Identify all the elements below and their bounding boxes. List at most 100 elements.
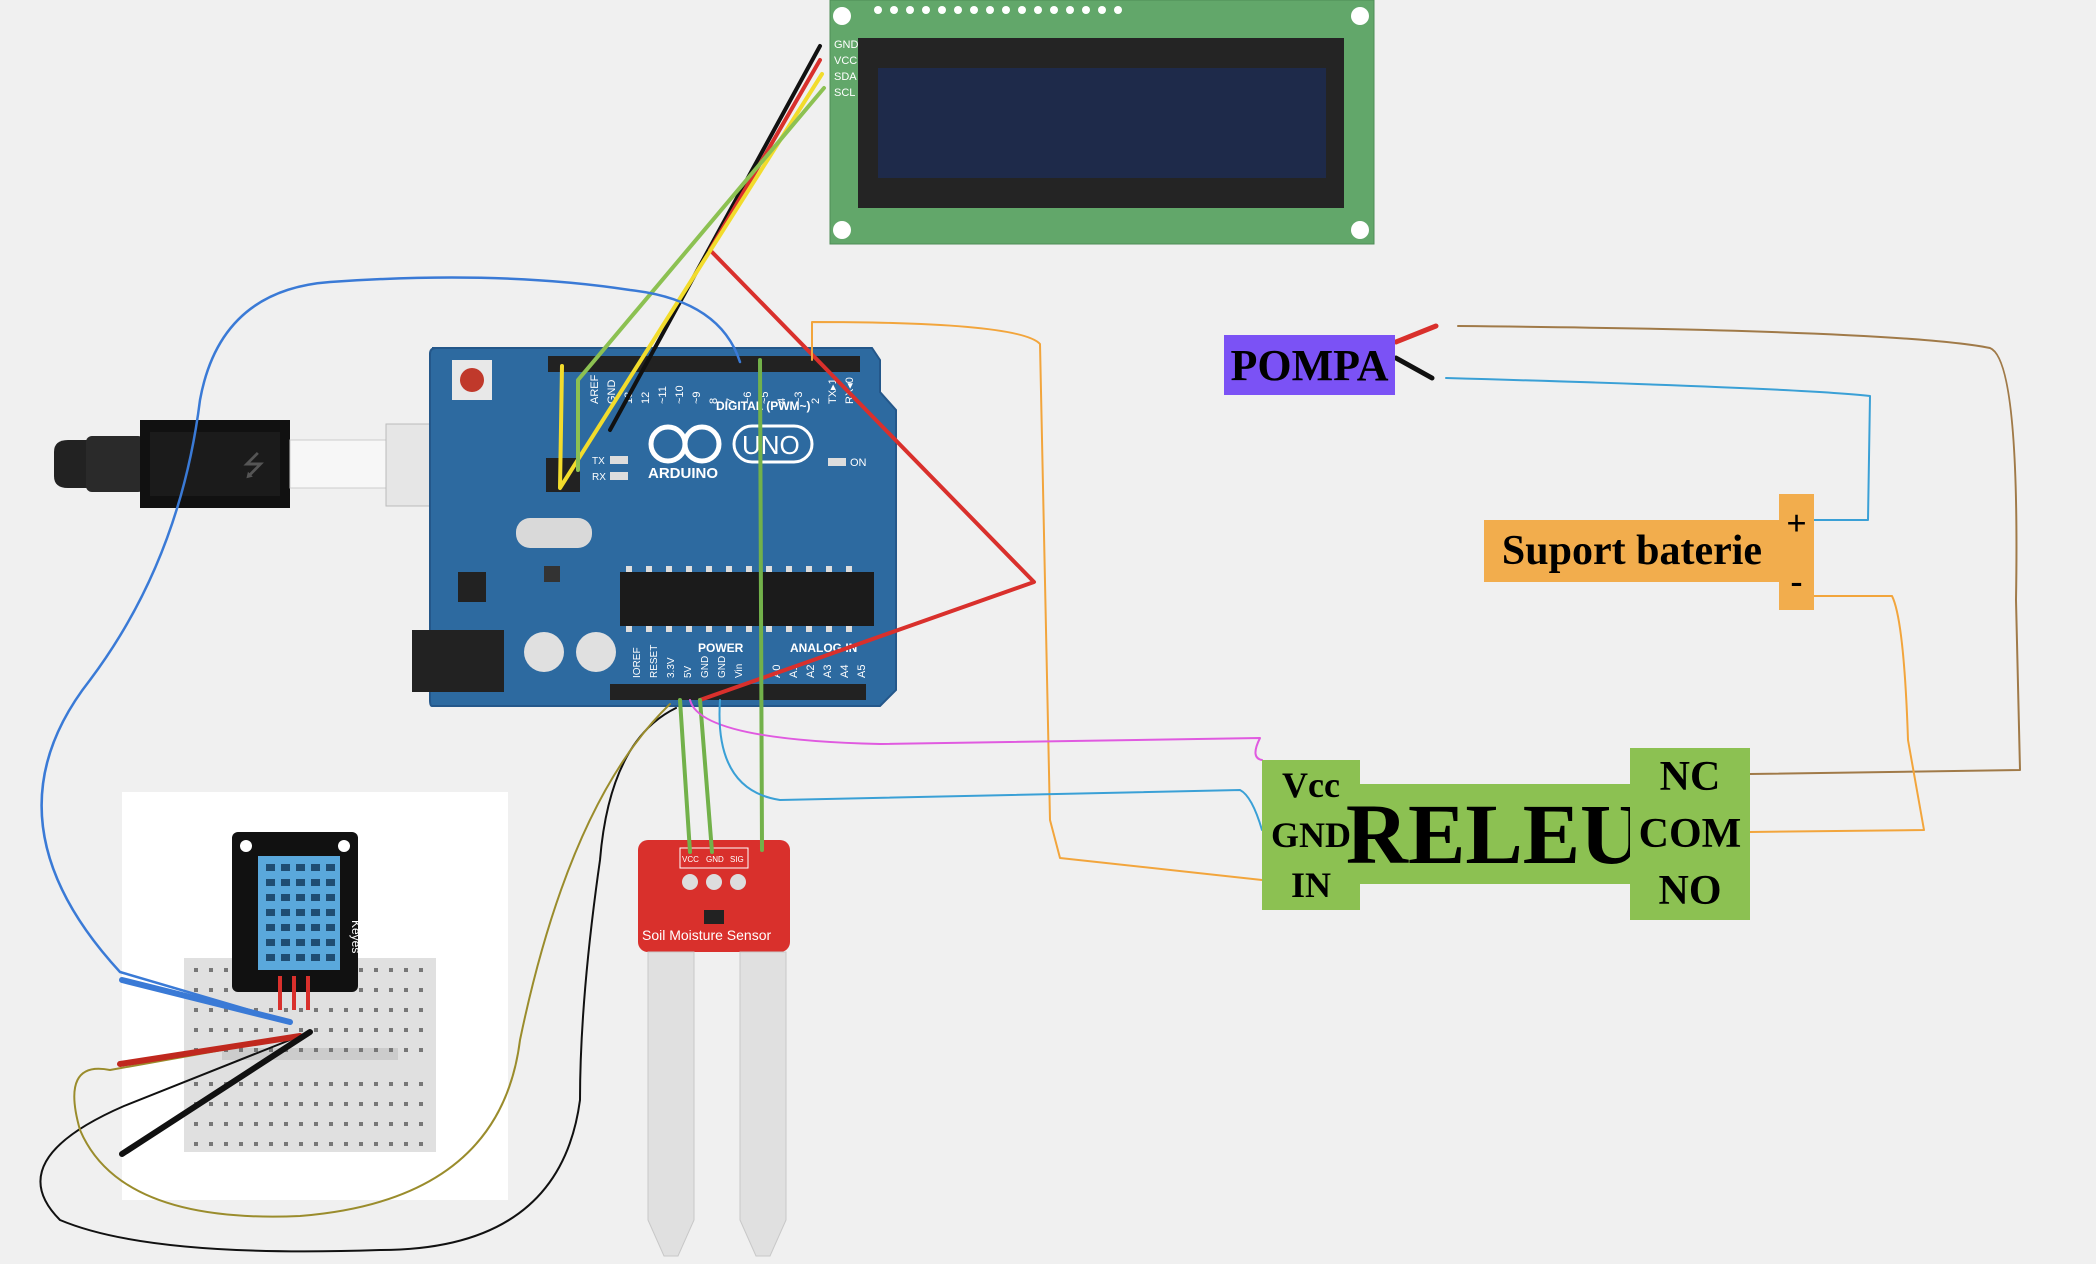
- breadboard-hole: [209, 1028, 213, 1032]
- breadboard-hole: [209, 1008, 213, 1012]
- analog-pin-label-3: A3: [822, 665, 834, 678]
- board-brand: ARDUINO: [648, 465, 718, 482]
- breadboard-hole: [329, 1102, 333, 1106]
- on-led-label: ON: [850, 457, 867, 469]
- breadboard-hole: [389, 1008, 393, 1012]
- lcd-pin-sda: SDA: [834, 71, 857, 83]
- breadboard-hole: [404, 1008, 408, 1012]
- breadboard-hole: [404, 1082, 408, 1086]
- power-pin-label-5: GND: [717, 656, 728, 678]
- dht-grille-slot: [266, 954, 275, 961]
- breadboard-hole: [194, 988, 198, 992]
- relay-title: RELEU: [1345, 784, 1643, 884]
- breadboard-hole: [344, 1008, 348, 1012]
- lcd-pin-scl: SCL: [834, 87, 855, 99]
- relay-pin-nc: NC: [1659, 753, 1721, 800]
- breadboard-hole: [389, 1102, 393, 1106]
- relay-pin-com: COM: [1638, 810, 1742, 857]
- dht-grille-slot: [296, 924, 305, 931]
- breadboard-hole: [329, 1142, 333, 1146]
- breadboard-hole: [329, 1082, 333, 1086]
- sensor-pin-vcc: VCC: [682, 855, 699, 864]
- digital-pin-label-14: TX▸1: [827, 378, 839, 404]
- battery-terminals: + -: [1779, 494, 1814, 610]
- breadboard-hole: [269, 1142, 273, 1146]
- breadboard-hole: [314, 1102, 318, 1106]
- dht-grille-slot: [311, 924, 320, 931]
- breadboard-hole: [374, 1102, 378, 1106]
- breadboard-hole: [299, 1142, 303, 1146]
- relay-pin-no: NO: [1658, 868, 1722, 915]
- breadboard-hole: [359, 1082, 363, 1086]
- breadboard-hole: [209, 1142, 213, 1146]
- dht-grille-slot: [281, 924, 290, 931]
- breadboard-hole: [284, 1028, 288, 1032]
- digital-pin-label-6: ~9: [691, 391, 703, 404]
- breadboard-hole: [359, 988, 363, 992]
- dht-label: Keyes: [349, 920, 363, 953]
- breadboard-hole: [359, 1028, 363, 1032]
- breadboard-hole: [239, 1048, 243, 1052]
- digital-pin-label-8: 7: [725, 398, 737, 404]
- dht-grille-slot: [326, 939, 335, 946]
- dht-grille-slot: [296, 864, 305, 871]
- power-pin-label-6: Vin: [734, 664, 745, 678]
- digital-pin-label-3: 12: [640, 392, 652, 404]
- breadboard-hole: [254, 1028, 258, 1032]
- breadboard-hole: [359, 1142, 363, 1146]
- breadboard-hole: [359, 1008, 363, 1012]
- breadboard-hole: [404, 1102, 408, 1106]
- sensor-pin-gnd: GND: [706, 855, 724, 864]
- dht-grille-slot: [326, 864, 335, 871]
- breadboard-hole: [404, 1048, 408, 1052]
- digital-pin-label-9: ~6: [742, 391, 754, 404]
- breadboard-hole: [404, 1142, 408, 1146]
- digital-pin-label-7: 8: [708, 398, 720, 404]
- breadboard-hole: [419, 1028, 423, 1032]
- lcd-display: GND VCC SDA SCL: [829, 0, 1375, 245]
- breadboard-hole: [314, 1082, 318, 1086]
- breadboard-hole: [374, 1142, 378, 1146]
- analog-pin-label-4: A4: [839, 665, 851, 678]
- dht-grille-slot: [311, 894, 320, 901]
- dht-grille-slot: [326, 954, 335, 961]
- breadboard-hole: [419, 1008, 423, 1012]
- dht-grille-slot: [326, 924, 335, 931]
- breadboard-hole: [404, 988, 408, 992]
- dht-grille-slot: [296, 909, 305, 916]
- lcd-pin-gnd: GND: [834, 39, 859, 51]
- breadboard-hole: [209, 1122, 213, 1126]
- dht-grille-slot: [281, 879, 290, 886]
- breadboard-hole: [224, 1102, 228, 1106]
- digital-pin-label-13: 2: [810, 398, 822, 404]
- svg-text:⭍: ⭍: [242, 449, 265, 482]
- dht-grille-slot: [296, 894, 305, 901]
- breadboard-hole: [419, 988, 423, 992]
- breadboard-hole: [419, 1102, 423, 1106]
- breadboard-hole: [389, 1122, 393, 1126]
- digital-pin-label-11: 4: [776, 398, 788, 404]
- relay-input-pins: Vcc GND IN: [1262, 760, 1360, 910]
- battery-holder-label: Suport baterie: [1484, 520, 1780, 582]
- breadboard-hole: [359, 1048, 363, 1052]
- dht-grille-slot: [311, 954, 320, 961]
- breadboard-hole: [239, 1102, 243, 1106]
- breadboard-hole: [359, 1102, 363, 1106]
- dht-grille-slot: [326, 879, 335, 886]
- digital-pin-label-12: ~3: [793, 391, 805, 404]
- breadboard-hole: [299, 1008, 303, 1012]
- breadboard-hole: [389, 968, 393, 972]
- battery-plus-terminal: +: [1786, 503, 1807, 543]
- breadboard-hole: [419, 1048, 423, 1052]
- dht-sensor: Keyes: [232, 832, 363, 1010]
- breadboard-hole: [344, 1048, 348, 1052]
- breadboard-hole: [404, 968, 408, 972]
- analog-pin-label-2: A2: [805, 665, 817, 678]
- breadboard-hole: [284, 1122, 288, 1126]
- breadboard-hole: [344, 1082, 348, 1086]
- arduino-uno-board: ARDUINO UNO DIGITAL (PWM~) POWER ANALOG …: [412, 347, 897, 707]
- breadboard-hole: [269, 1028, 273, 1032]
- breadboard-hole: [209, 968, 213, 972]
- breadboard-hole: [374, 1008, 378, 1012]
